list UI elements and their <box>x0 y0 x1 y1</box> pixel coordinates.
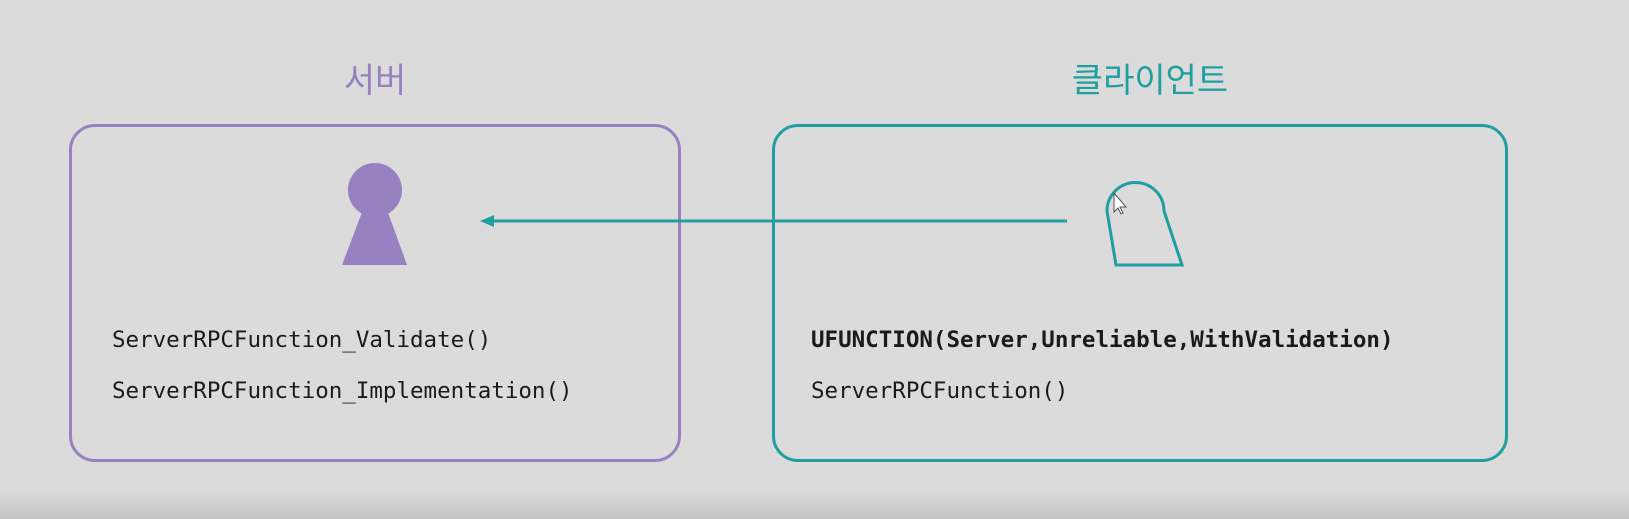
server-title: 서버 <box>343 61 407 101</box>
server-implementation-line: ServerRPCFunction_Implementation() <box>112 378 573 404</box>
server-user-icon <box>342 163 407 265</box>
mouse-cursor-icon <box>1113 191 1128 215</box>
server-validate-line: ServerRPCFunction_Validate() <box>112 327 492 353</box>
client-function-line: ServerRPCFunction() <box>811 378 1069 404</box>
rpc-arrow <box>480 215 1067 227</box>
bottom-shade <box>0 489 1629 519</box>
client-ufunction-line: UFUNCTION(Server,Unreliable,WithValidati… <box>811 327 1394 353</box>
server-box <box>69 124 681 462</box>
client-box <box>772 124 1508 462</box>
client-title: 클라이언트 <box>1071 61 1229 101</box>
client-user-icon <box>1105 181 1185 267</box>
